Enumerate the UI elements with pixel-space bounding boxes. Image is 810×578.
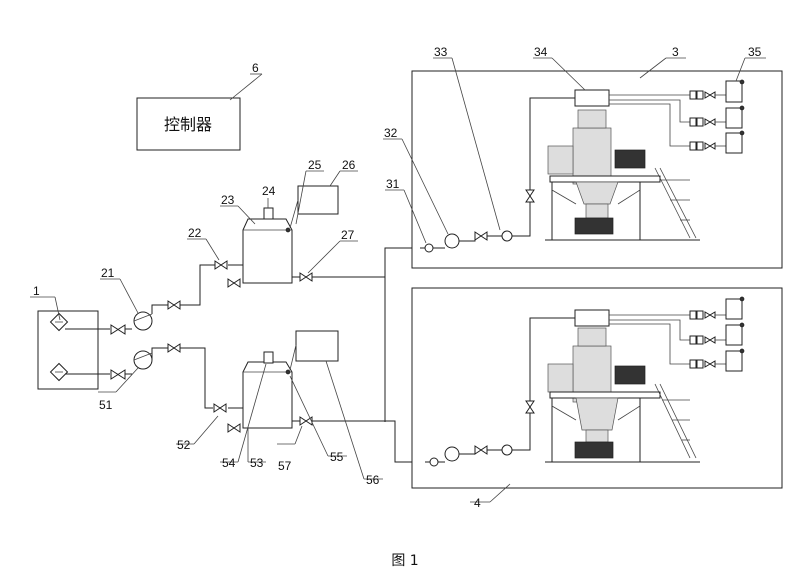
label-26: 26 <box>342 158 356 172</box>
machine-structure <box>545 327 700 463</box>
label-1: 1 <box>33 284 40 298</box>
sensor-strip <box>689 90 716 151</box>
label-21: 21 <box>101 266 115 280</box>
pump-21-icon <box>133 311 153 331</box>
label-6: 6 <box>252 61 259 75</box>
label-4: 4 <box>474 496 481 510</box>
tank-23 <box>242 207 293 284</box>
box-26 <box>289 185 339 229</box>
supply-pipe-51-line <box>65 347 243 409</box>
label-23: 23 <box>221 193 235 207</box>
label-31: 31 <box>386 177 400 191</box>
label-3: 3 <box>672 45 679 59</box>
outlet-pipe-57 <box>292 416 425 463</box>
production-line-4 <box>411 287 783 489</box>
label-54: 54 <box>222 456 236 470</box>
machine-structure <box>545 109 700 241</box>
reference-numbers: 1 6 21 22 23 24 25 26 27 31 32 33 34 3 3… <box>33 45 762 510</box>
label-56: 56 <box>366 473 380 487</box>
box-56 <box>289 330 339 371</box>
label-33: 33 <box>434 45 448 59</box>
label-25: 25 <box>308 158 322 172</box>
figure-caption: 图 1 <box>391 553 418 569</box>
label-32: 32 <box>384 126 398 140</box>
outlet-pipe-27 <box>292 247 420 422</box>
label-51: 51 <box>99 398 113 412</box>
label-55: 55 <box>330 450 344 464</box>
controller-box: 控制器 <box>136 97 241 151</box>
production-line-3 <box>411 70 783 269</box>
sensor-strip <box>689 310 716 369</box>
controller-label: 控制器 <box>164 115 212 134</box>
label-27: 27 <box>341 228 355 242</box>
pump-51-icon <box>133 350 153 370</box>
source-unit-1 <box>37 310 99 390</box>
label-52: 52 <box>177 438 191 452</box>
leader-lines <box>30 57 766 503</box>
label-22: 22 <box>188 226 202 240</box>
label-34: 34 <box>534 45 548 59</box>
label-24: 24 <box>262 184 276 198</box>
label-57: 57 <box>278 459 292 473</box>
label-53: 53 <box>250 456 264 470</box>
label-35: 35 <box>748 45 762 59</box>
tank-53 <box>242 351 293 429</box>
valve-icon <box>110 260 241 433</box>
